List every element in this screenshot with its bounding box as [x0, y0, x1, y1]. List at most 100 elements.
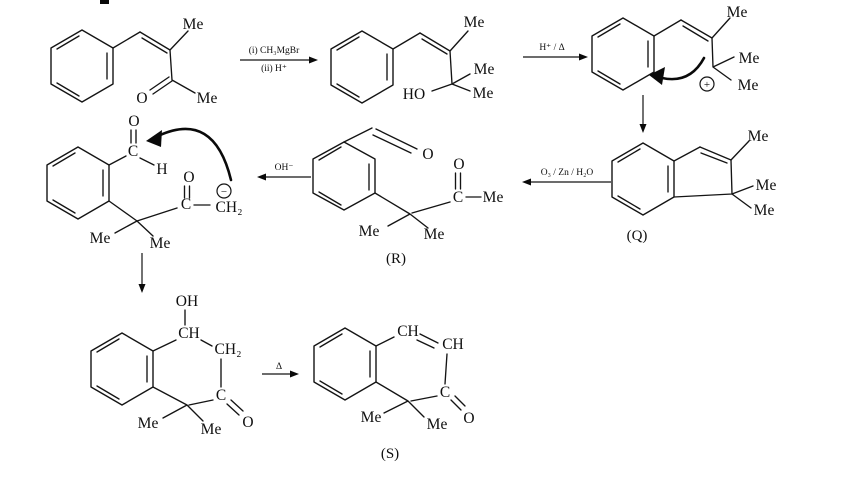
ch-ch-double-bond — [416, 333, 439, 349]
mechanism-arrow-head-icon — [649, 67, 665, 85]
quaternary-bonds — [152, 386, 214, 422]
reaction-arrow-hydroxide: OH⁻ — [257, 163, 311, 181]
methyl-label: Me — [754, 202, 775, 219]
carbon-label: C — [216, 387, 226, 404]
ketone-double-bond — [450, 395, 466, 411]
carbon-label: C — [128, 143, 138, 160]
benzene-ring — [46, 146, 110, 220]
ch2-label: CH₂ — [215, 341, 242, 358]
methyl-label: Me — [424, 226, 445, 243]
oxygen-label: O — [463, 410, 474, 427]
down-arrow-to-q — [639, 95, 647, 133]
reagent-step1: (i) CH₃MgBr — [249, 45, 300, 56]
methyl-label: Me — [748, 128, 769, 145]
carbon-label: C — [181, 196, 191, 213]
ch-label: CH — [397, 323, 419, 340]
methyl-label: Me — [756, 177, 777, 194]
methyl-label: Me — [183, 16, 204, 33]
reagent-acid-heat: H⁺ / Δ — [539, 43, 564, 53]
arrow-head-icon — [579, 53, 588, 61]
down-arrow-to-aldol — [138, 253, 146, 293]
hydroxyl-label: HO — [403, 86, 425, 103]
cyclopentene-double-bond — [699, 146, 732, 164]
methyl-label: Me — [474, 61, 495, 78]
carbanion-ch2-label: CH₂ — [216, 199, 243, 216]
reagent-heat: Δ — [276, 362, 282, 372]
reaction-arrow-grignard: (i) CH₃MgBr (ii) H⁺ — [240, 45, 318, 74]
compound-tag-r: (R) — [386, 251, 406, 267]
single-bonds — [392, 30, 471, 92]
benzene-ring — [591, 17, 655, 91]
aldehyde-bond — [343, 127, 373, 143]
struct-aldol: OH CH CH₂ C O Me Me — [90, 293, 254, 438]
methyl-label: Me — [738, 77, 759, 94]
methyl-label: Me — [90, 230, 111, 247]
single-bonds — [112, 30, 196, 94]
arrow-head-icon — [257, 173, 266, 181]
benzene-ring — [90, 332, 154, 406]
arrow-head-icon — [522, 178, 531, 186]
minus-charge-sign: − — [221, 186, 227, 198]
methyl-label: Me — [197, 90, 218, 107]
aromatic-inner-bonds — [319, 333, 371, 395]
aromatic-inner-bonds — [56, 35, 108, 97]
ketone-double-bond — [183, 185, 191, 199]
quaternary-bonds — [108, 200, 178, 237]
methyl-bonds — [730, 140, 754, 209]
mechanism-curved-arrow — [660, 56, 706, 81]
aromatic-inner-bonds — [52, 152, 104, 214]
cropped-text-fragment — [100, 0, 109, 4]
benzene-ring — [330, 30, 394, 104]
struct-q-indene: Me Me Me (Q) — [611, 128, 777, 244]
struct-s-enone: CH CH C O Me Me (S) — [313, 323, 475, 462]
plus-charge-circle-icon — [699, 76, 715, 92]
methyl-label: Me — [739, 50, 760, 67]
reagent-ozonolysis: O₃ / Zn / H₂O — [541, 168, 594, 178]
benzene-ring — [312, 141, 376, 211]
reagent-hydroxide: OH⁻ — [275, 163, 294, 173]
quaternary-bonds — [375, 381, 438, 418]
five-ring-bonds — [673, 146, 733, 198]
quaternary-bonds — [374, 192, 451, 229]
methyl-label: Me — [138, 415, 159, 432]
vinyl-double-bond — [680, 19, 713, 42]
hydrogen-label: H — [156, 161, 167, 178]
struct-carbocation: Me Me Me + — [591, 4, 760, 94]
minus-charge-circle-icon — [216, 183, 232, 199]
methyl-label: Me — [150, 235, 171, 252]
oxygen-label: O — [422, 146, 433, 163]
methyl-label: Me — [359, 223, 380, 240]
arrow-head-icon — [309, 56, 318, 64]
reaction-arrow-acid-heat: H⁺ / Δ — [523, 43, 588, 61]
reaction-arrow-heat: Δ — [262, 362, 299, 378]
ketone-double-bond — [226, 399, 244, 416]
aromatic-inner-bonds — [96, 338, 148, 400]
aromatic-inner-bonds — [597, 23, 649, 85]
c-h-bond — [139, 157, 155, 166]
methyl-label: Me — [361, 409, 382, 426]
ketone-double-bond — [454, 172, 462, 190]
benzene-ring — [50, 29, 114, 103]
oxygen-label: O — [128, 113, 139, 130]
reagent-step2: (ii) H⁺ — [261, 63, 287, 74]
carbon-label: C — [453, 189, 463, 206]
ch-ch2-bond — [200, 339, 213, 347]
arrow-head-icon — [639, 124, 647, 133]
carbonyl-double-bond — [149, 76, 173, 95]
ring-ch-bond — [152, 339, 177, 352]
methyl-label: Me — [483, 189, 504, 206]
ch-label: CH — [178, 325, 200, 342]
ch-c-bond — [444, 353, 448, 385]
struct-enolate: C O H Me Me C O CH₂ − — [46, 113, 243, 252]
plus-charge-sign: + — [704, 79, 710, 91]
methyl-label: Me — [201, 421, 222, 438]
oxygen-label: O — [242, 414, 253, 431]
mechanism-curved-arrow — [156, 127, 233, 182]
methyl-label: Me — [427, 416, 448, 433]
oxygen-label: O — [183, 169, 194, 186]
methyl-label: Me — [473, 85, 494, 102]
single-bonds — [653, 17, 735, 81]
ring-cho-bond — [108, 155, 127, 166]
